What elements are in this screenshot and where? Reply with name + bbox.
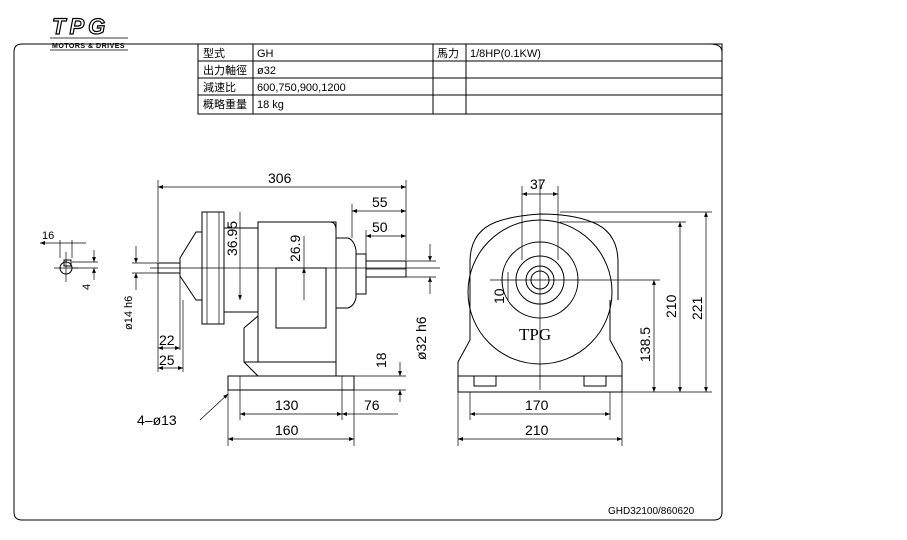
dim-base-76: 76 — [364, 397, 380, 413]
dim-front-210-height: 210 — [663, 294, 679, 318]
spec-value-shaft: ø32 — [257, 65, 276, 77]
spec-value-weight: 18 kg — [257, 99, 284, 111]
dim-shaft-55: 55 — [372, 194, 388, 210]
dim-front-170: 170 — [525, 397, 549, 413]
dim-front-210-width: 210 — [525, 422, 549, 438]
spec-label-weight: 概略重量 — [203, 97, 247, 111]
logo-text: TPG — [52, 14, 109, 39]
spec-value-ratio: 600,750,900,1200 — [257, 82, 346, 94]
spec-label-model: 型式 — [203, 46, 225, 60]
dim-front-221: 221 — [689, 296, 705, 320]
dim-base-130: 130 — [275, 397, 299, 413]
front-view: TPG 37 10 221 210 138.5 170 210 — [457, 176, 712, 446]
spec-table: 型式 GH 馬力 1/8HP(0.1KW) 出力軸徑 ø32 減速比 600,7… — [197, 43, 723, 115]
dim-front-37: 37 — [530, 176, 546, 192]
dim-front-10: 10 — [491, 288, 507, 304]
dim-key-16: 16 — [42, 230, 54, 242]
dim-offset-26-9: 26.9 — [287, 235, 303, 262]
dim-input-shaft: ø14 h6 — [123, 296, 135, 330]
dim-shaft-50: 50 — [372, 219, 388, 235]
dim-offset-36-95: 36.95 — [224, 221, 240, 256]
dim-key-4: 4 — [81, 284, 93, 290]
dim-front-138-5: 138.5 — [637, 327, 653, 362]
spec-value-model: GH — [257, 48, 274, 60]
keyway-detail: 16 4 — [40, 230, 98, 290]
dim-output-shaft: ø32 h6 — [413, 316, 429, 360]
dim-base-160: 160 — [275, 422, 299, 438]
dim-overall-306: 306 — [268, 170, 292, 186]
spec-value-power: 1/8HP(0.1KW) — [470, 48, 541, 60]
logo-tagline: MOTORS & DRIVES — [52, 43, 125, 50]
spec-label-ratio: 減速比 — [203, 80, 236, 94]
side-view: 306 55 50 36.95 26.9 ø14 h6 22 25 — [123, 170, 440, 446]
spec-label-shaft: 出力軸徑 — [203, 63, 247, 77]
front-brand-label: TPG — [519, 325, 551, 344]
drawing-frame — [13, 43, 723, 521]
dim-input-25: 25 — [159, 352, 175, 368]
drawing-number: GHD32100/860620 — [608, 506, 695, 517]
spec-label-power: 馬力 — [437, 47, 459, 60]
dim-input-22: 22 — [159, 332, 175, 348]
logo: TPG MOTORS & DRIVES — [50, 13, 128, 51]
dim-base-18: 18 — [373, 352, 389, 368]
dim-holes: 4–ø13 — [137, 412, 177, 428]
